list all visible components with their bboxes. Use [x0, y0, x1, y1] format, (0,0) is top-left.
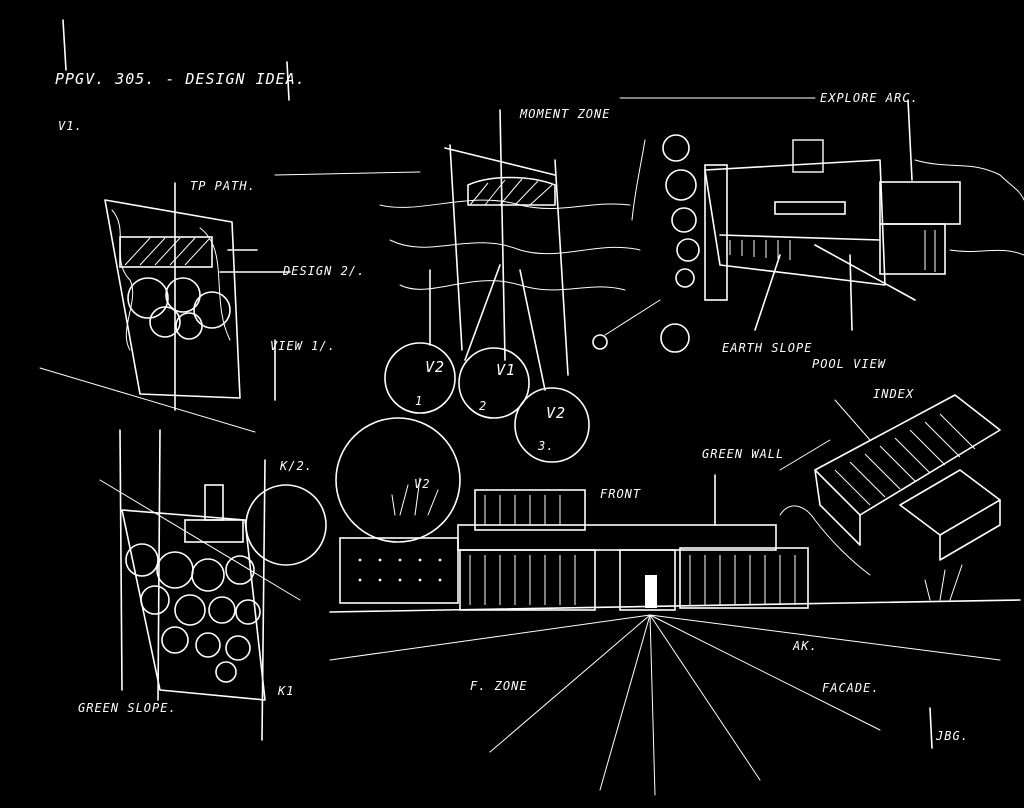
sketch-axonometric — [779, 394, 1001, 576]
label-v2-b: V2 — [546, 404, 566, 422]
label-pool-view: POOL VIEW — [812, 357, 887, 371]
label-v2-small: V2 — [414, 477, 430, 491]
label-earth-slope: EARTH SLOPE — [722, 341, 812, 355]
header-rule — [62, 19, 67, 71]
arrow-connector — [274, 171, 421, 176]
label-green-slope: GREEN SLOPE. — [78, 701, 177, 715]
sketch-plan-explore — [704, 99, 1024, 331]
sketch-circle-chain — [592, 134, 700, 353]
sheet-title: PPGV. 305. - DESIGN IDEA. — [55, 70, 306, 88]
label-front: FRONT — [600, 487, 641, 501]
label-design-2: DESIGN 2/. — [282, 264, 365, 278]
label-n3: 3. — [537, 439, 554, 453]
label-v1: V1 — [496, 361, 516, 379]
label-moment-zone: MOMENT ZONE — [519, 107, 610, 121]
label-facade: FACADE. — [822, 681, 880, 695]
label-k2: K/2. — [279, 459, 313, 473]
label-top-path: TP PATH. — [190, 179, 256, 193]
label-explore-arc: EXPLORE ARC. — [820, 91, 919, 105]
label-v2-a: V2 — [425, 358, 445, 376]
signature-stroke — [929, 707, 933, 749]
sketch-plan-green-slope — [39, 367, 461, 741]
label-green-wall: GREEN WALL — [702, 447, 784, 461]
label-f-zone: F. ZONE — [470, 679, 528, 693]
label-index: INDEX — [873, 387, 914, 401]
sketch-facade-elevation — [329, 474, 1021, 796]
label-n2: 2 — [479, 399, 487, 413]
label-ak: AK. — [792, 639, 818, 653]
title-divider — [286, 61, 290, 101]
label-k1: K1 — [277, 684, 294, 698]
label-n1: 1 — [415, 394, 423, 408]
sheet-version: V1. — [58, 119, 83, 133]
label-view-1: VIEW 1/. — [270, 339, 336, 353]
label-signature: JBG. — [935, 729, 969, 743]
sketch-moment-zone — [379, 109, 641, 463]
sketch-plan-top-path — [104, 182, 291, 411]
